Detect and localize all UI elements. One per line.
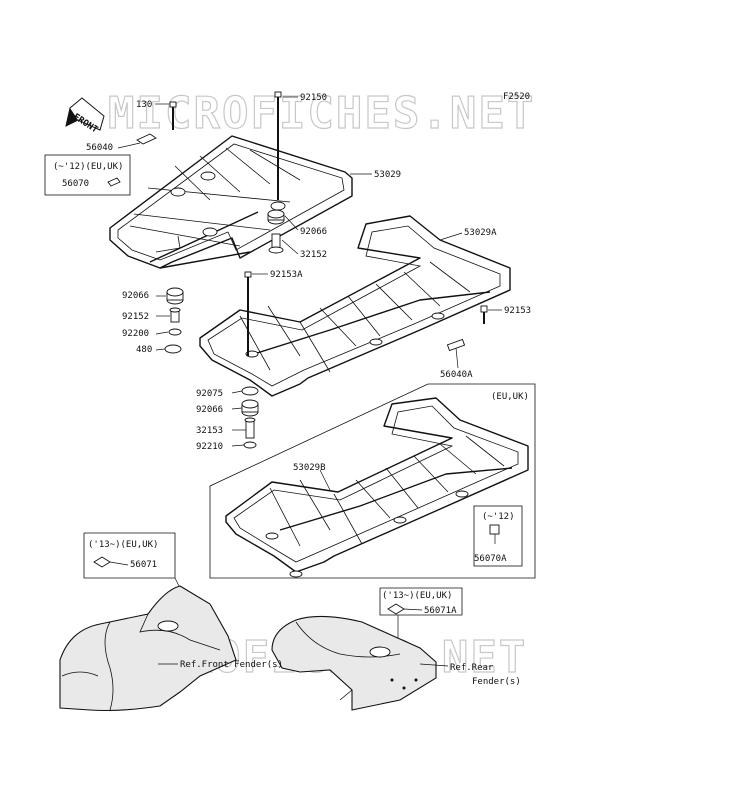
box-56070: [44, 154, 131, 196]
label-480: 480: [136, 345, 152, 355]
label-92150: 92150: [300, 93, 327, 103]
label-56040A: [446, 338, 466, 352]
label-56070A: [489, 524, 500, 535]
eu-uk-box: [209, 383, 536, 579]
watermark-top: MICROFICHES.NET: [108, 88, 535, 139]
collar-32153: [244, 417, 256, 439]
damper-92066-top: [267, 209, 285, 225]
leader-lines: [109, 96, 502, 667]
oring-480: [164, 344, 182, 354]
note-eu-uk: (EU,UK): [491, 392, 529, 402]
label-92153A: 92153A: [270, 270, 303, 280]
note-up-to-12: (~'12): [482, 512, 515, 522]
ref-rear-fender-2: Fender(s): [472, 677, 521, 687]
label-92153: 92153: [504, 306, 531, 316]
label-92152: 92152: [122, 312, 149, 322]
label-56070: [107, 177, 121, 187]
spacer-92152: [169, 307, 181, 323]
note-13-front: ('13~)(EU,UK): [88, 540, 158, 550]
bolt-92150: [274, 91, 282, 200]
box-56071A: [379, 587, 463, 616]
note-13-rear: ('13~)(EU,UK): [382, 591, 452, 601]
label-92066-mid: 92066: [122, 291, 149, 301]
front-arrow-icon: FRONT: [65, 97, 105, 136]
label-56071: [93, 556, 111, 568]
washer-92210: [243, 441, 257, 449]
collar-32152: [268, 233, 284, 254]
label-130: 130: [136, 100, 152, 110]
front-carrier-53029: [109, 135, 353, 269]
label-text-56070A: 56070A: [474, 554, 507, 564]
ref-rear-fender-1: Ref.Rear: [450, 663, 494, 673]
label-92075: 92075: [196, 389, 223, 399]
label-92066-top: 92066: [300, 227, 327, 237]
label-text-56040A: 56040A: [440, 370, 473, 380]
note-front-variant: (~'12)(EU,UK): [53, 162, 123, 172]
damper-92075: [241, 386, 259, 396]
label-56040: [136, 133, 157, 145]
box-56070A: [473, 505, 523, 567]
label-text-56070: 56070: [62, 179, 89, 189]
bolt-92153: [480, 305, 488, 324]
label-92066-low: 92066: [196, 405, 223, 415]
label-92210: 92210: [196, 442, 223, 452]
label-53029: 53029: [374, 170, 401, 180]
ref-front-fender: Ref.Front Fender(s): [180, 660, 283, 670]
label-text-56071A: 56071A: [424, 606, 457, 616]
bolt-130: [169, 101, 177, 130]
label-53029B: 53029B: [293, 463, 326, 473]
label-32152: 32152: [300, 250, 327, 260]
label-56071A: [387, 603, 405, 615]
washer-92200: [168, 328, 182, 336]
label-53029A: 53029A: [464, 228, 497, 238]
label-92200: 92200: [122, 329, 149, 339]
bolt-92153A: [244, 271, 252, 356]
damper-92066-low: [241, 399, 259, 417]
rear-fender: [271, 615, 437, 711]
figure-code: F2520: [503, 92, 530, 102]
front-fender: [59, 585, 237, 712]
label-32153: 32153: [196, 426, 223, 436]
rear-carrier-53029A: [199, 215, 511, 397]
rear-carrier-53029B: [225, 397, 529, 578]
damper-92066-mid: [166, 287, 184, 305]
label-text-56071: 56071: [130, 560, 157, 570]
label-text-56040: 56040: [86, 143, 113, 153]
